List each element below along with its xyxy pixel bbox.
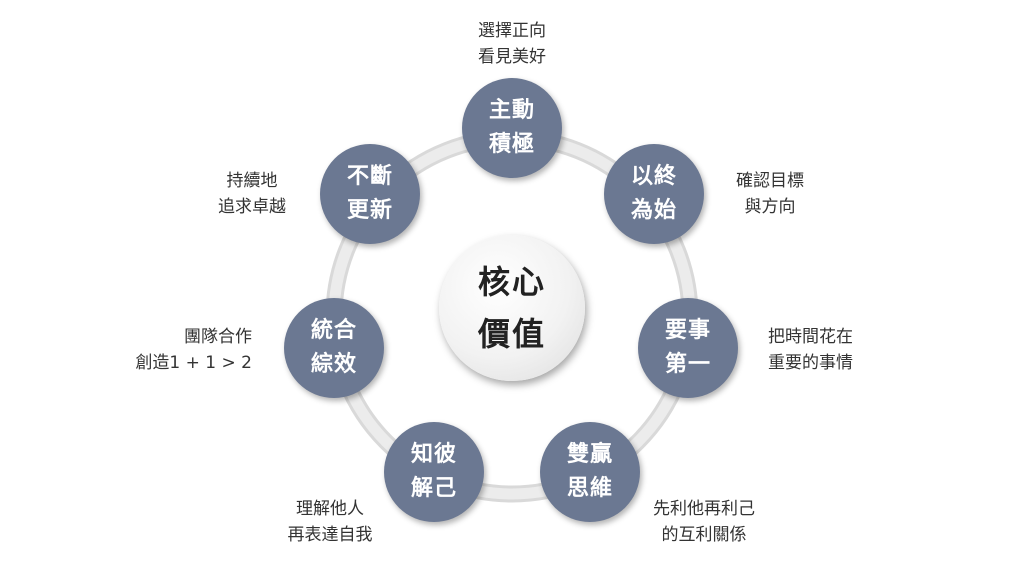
habit-desc-line1: 確認目標 (736, 171, 804, 191)
habit-label-line2: 綜效 (310, 352, 357, 377)
habit-desc-first-things-first: 把時間花在 重要的事情 (768, 324, 853, 376)
habit-node-synergize: 統合 綜效 (284, 298, 384, 398)
habit-node-seek-to-understand: 知彼 解己 (384, 422, 484, 522)
habit-desc-synergize: 團隊合作 創造1 + 1 > 2 (135, 324, 252, 376)
center-label-line2: 價值 (477, 315, 546, 353)
habit-desc-seek-to-understand: 理解他人 再表達自我 (288, 496, 373, 548)
center-label-line1: 核心 (477, 263, 546, 301)
habit-desc-line1: 把時間花在 (768, 327, 853, 347)
habit-node-sharpen-the-saw: 不斷 更新 (320, 144, 420, 244)
habit-label-line2: 解己 (410, 476, 457, 501)
habit-desc-line1: 先利他再利己 (653, 499, 755, 519)
habit-label-line1: 不斷 (346, 164, 393, 189)
habit-desc-line2: 創造1 + 1 > 2 (135, 353, 252, 373)
habit-desc-line2: 的互利關係 (661, 525, 747, 545)
habit-label-line2: 更新 (346, 198, 393, 223)
habit-node-win-win: 雙贏 思維 (540, 422, 640, 522)
habit-label-line1: 統合 (310, 318, 357, 343)
habit-label-line1: 要事 (664, 318, 711, 343)
habit-label-line2: 為始 (630, 198, 677, 223)
habit-label-line2: 積極 (488, 132, 535, 157)
habit-desc-sharpen-the-saw: 持續地 追求卓越 (218, 168, 286, 220)
habit-label-line1: 雙贏 (566, 442, 613, 467)
habit-node-begin-with-end: 以終 為始 (604, 144, 704, 244)
habit-label-line2: 第一 (664, 352, 711, 377)
habit-desc-begin-with-end: 確認目標 與方向 (736, 168, 804, 220)
habit-label-line1: 知彼 (410, 442, 457, 467)
habit-node-proactive: 主動 積極 (462, 78, 562, 178)
habit-label-line1: 主動 (488, 98, 535, 123)
habit-desc-line2: 與方向 (744, 197, 796, 217)
habit-desc-proactive: 選擇正向 看見美好 (478, 18, 546, 70)
habit-desc-line1: 理解他人 (296, 499, 364, 519)
center-core-values: 核心 價值 (439, 235, 585, 381)
habit-desc-line1: 持續地 (226, 171, 278, 191)
habit-desc-line1: 團隊合作 (184, 327, 252, 347)
habit-desc-line2: 看見美好 (478, 47, 546, 67)
habit-desc-line2: 重要的事情 (768, 353, 853, 373)
habit-desc-win-win: 先利他再利己 的互利關係 (653, 496, 755, 548)
habit-desc-line1: 選擇正向 (478, 21, 546, 41)
habit-label-line1: 以終 (630, 164, 677, 189)
habit-desc-line2: 追求卓越 (218, 197, 286, 217)
habit-node-first-things-first: 要事 第一 (638, 298, 738, 398)
habit-label-line2: 思維 (566, 476, 613, 501)
habit-desc-line2: 再表達自我 (287, 525, 373, 545)
